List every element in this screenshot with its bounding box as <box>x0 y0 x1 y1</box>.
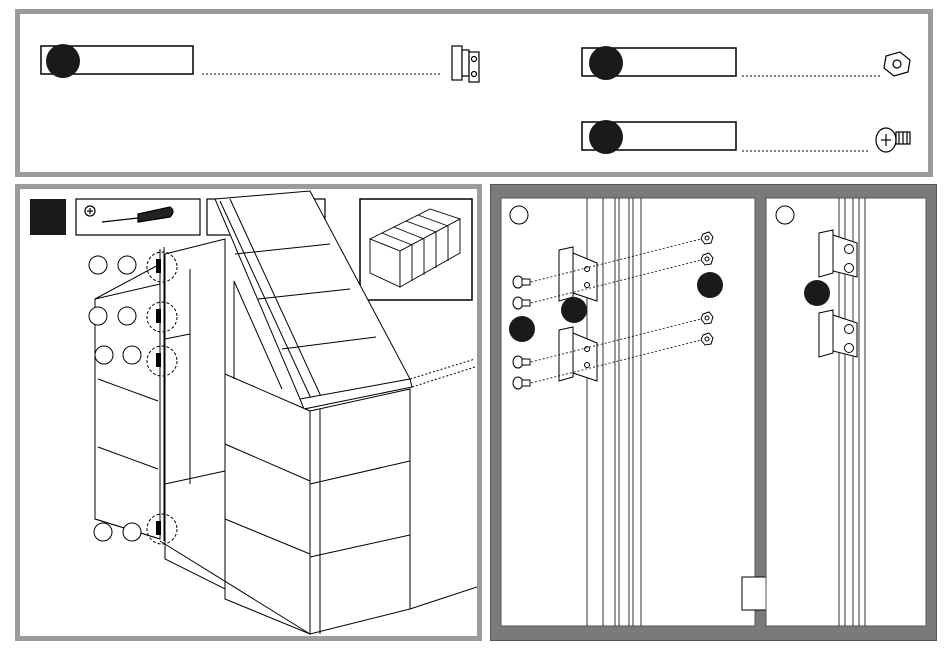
hinge-icon <box>452 46 479 82</box>
nut-icon <box>884 52 910 76</box>
step-number-badge <box>30 199 66 235</box>
greenhouse-thumbnail <box>360 199 472 300</box>
part-row-hinge <box>41 44 479 82</box>
hinge-detail-drawing <box>491 185 938 642</box>
parts-list-panel <box>15 9 933 177</box>
detail-view-b <box>766 198 926 626</box>
tool-box-screwdriver <box>76 199 200 235</box>
step-panel <box>15 184 482 641</box>
parts-list-drawing <box>20 14 928 172</box>
greenhouse-assembly-drawing <box>20 189 477 636</box>
part-badge-hinge <box>46 44 80 78</box>
part-row-bolt <box>582 120 910 154</box>
detail-badge-hinge <box>561 297 587 323</box>
detail-badge-bolt <box>509 316 535 342</box>
detail-view-b-marker <box>776 206 794 224</box>
detail-view-a <box>501 198 778 626</box>
detail-panel <box>490 184 937 641</box>
detail-view-a-marker <box>510 206 528 224</box>
part-badge-bolt <box>589 120 623 154</box>
part-row-nut <box>582 46 910 80</box>
detail-badge-nut <box>697 272 723 298</box>
bolt-icon <box>876 128 910 152</box>
part-badge-nut <box>589 46 623 80</box>
detail-badge-hinge-installed <box>804 280 830 306</box>
